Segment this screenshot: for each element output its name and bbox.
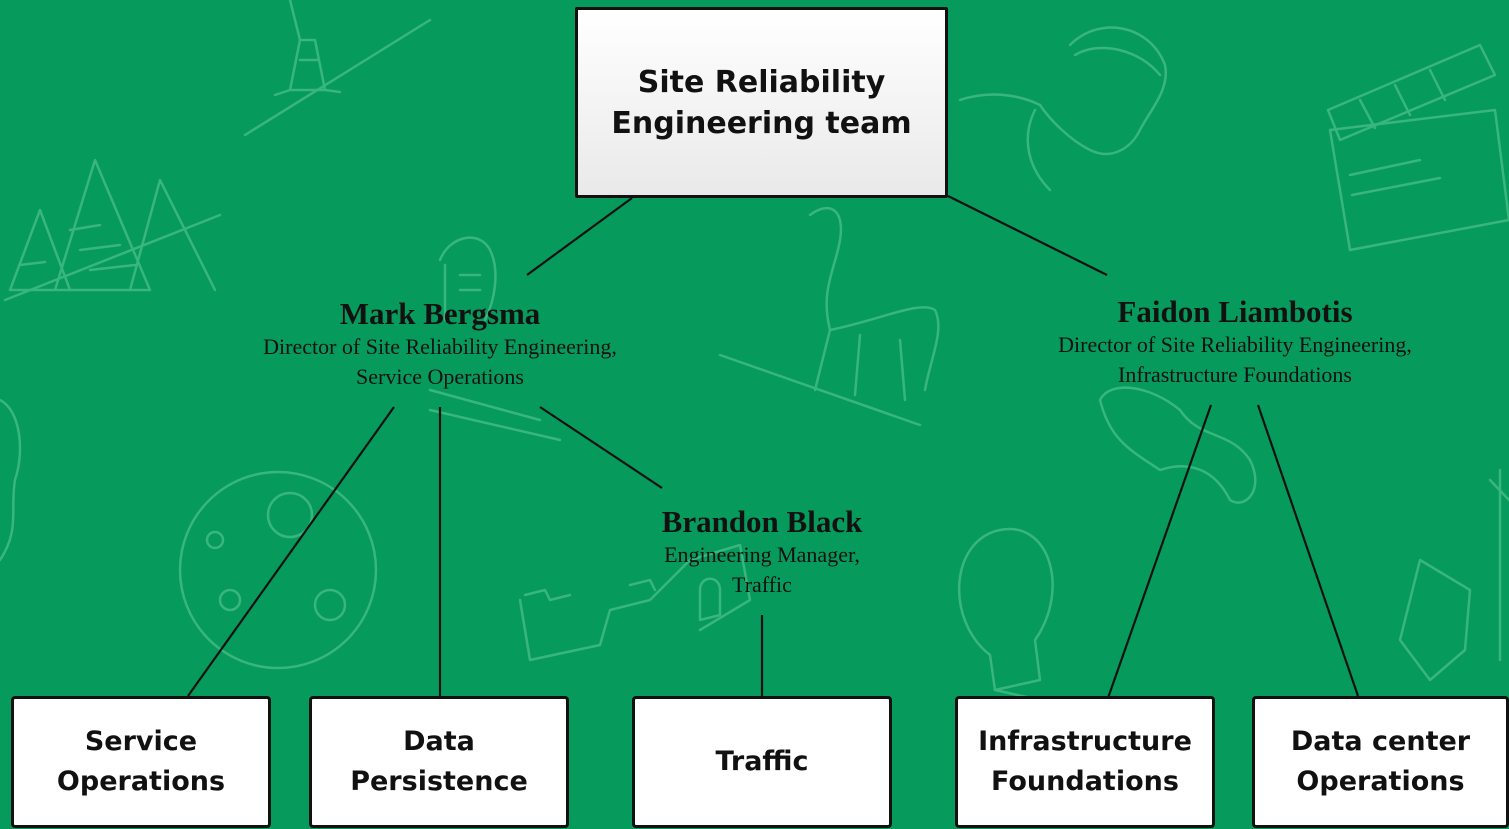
person-mark-bergsma: Mark Bergsma Director of Site Reliabilit… [200, 296, 680, 392]
great-wall-doodle [518, 543, 752, 662]
person-name: Brandon Black [661, 504, 863, 539]
team-infrastructure-foundations: Infrastructure Foundations [955, 696, 1215, 828]
person-faidon-liambotis: Faidon Liambotis Director of Site Reliab… [995, 294, 1475, 390]
shield-doodle [1398, 468, 1509, 682]
person-role: Director of Site Reliability Engineering… [1058, 332, 1412, 387]
team-data-persistence: Data Persistence [309, 696, 569, 828]
person-brandon-black: Brandon Black Engineering Manager, Traff… [582, 504, 942, 600]
clapperboard-doodle [1326, 43, 1509, 252]
team-label: Infrastructure Foundations [978, 726, 1192, 797]
team-label: Service Operations [56, 726, 226, 797]
sphinx-doodle [428, 236, 562, 442]
person-name: Mark Bergsma [339, 296, 541, 331]
team-label: Data center Operations [1290, 726, 1471, 797]
connector-root-to-faidon [947, 195, 1108, 276]
root-node-label: Site Reliability Engineering team [611, 64, 912, 141]
root-node-sre-team: Site Reliability Engineering team [575, 7, 948, 198]
team-label: Traffic [715, 746, 809, 777]
world-map-doodle [1098, 386, 1257, 504]
team-data-center-operations: Data center Operations [1252, 696, 1509, 828]
connector-mark-to-brandon [539, 406, 663, 489]
pyramids-doodle [3, 158, 222, 302]
connector-root-to-mark [526, 197, 633, 276]
person-name: Faidon Liambotis [1117, 294, 1353, 329]
map-edge-doodle [0, 398, 22, 562]
person-role: Director of Site Reliability Engineering… [263, 334, 617, 389]
statue-head-doodle [958, 26, 1168, 192]
llama-doodle [718, 206, 940, 427]
connector-faidon-to-data-center-operations [1256, 404, 1360, 697]
connector-mark-to-service-operations [187, 406, 395, 697]
connector-faidon-to-infrastructure-foundations [1106, 404, 1213, 699]
person-role: Engineering Manager, Traffic [664, 542, 860, 597]
team-traffic: Traffic [632, 696, 892, 828]
team-service-operations: Service Operations [11, 696, 271, 828]
moon-doodle [178, 470, 378, 670]
eiffel-tower-doodle [243, 0, 432, 137]
team-label: Data Persistence [350, 726, 528, 797]
